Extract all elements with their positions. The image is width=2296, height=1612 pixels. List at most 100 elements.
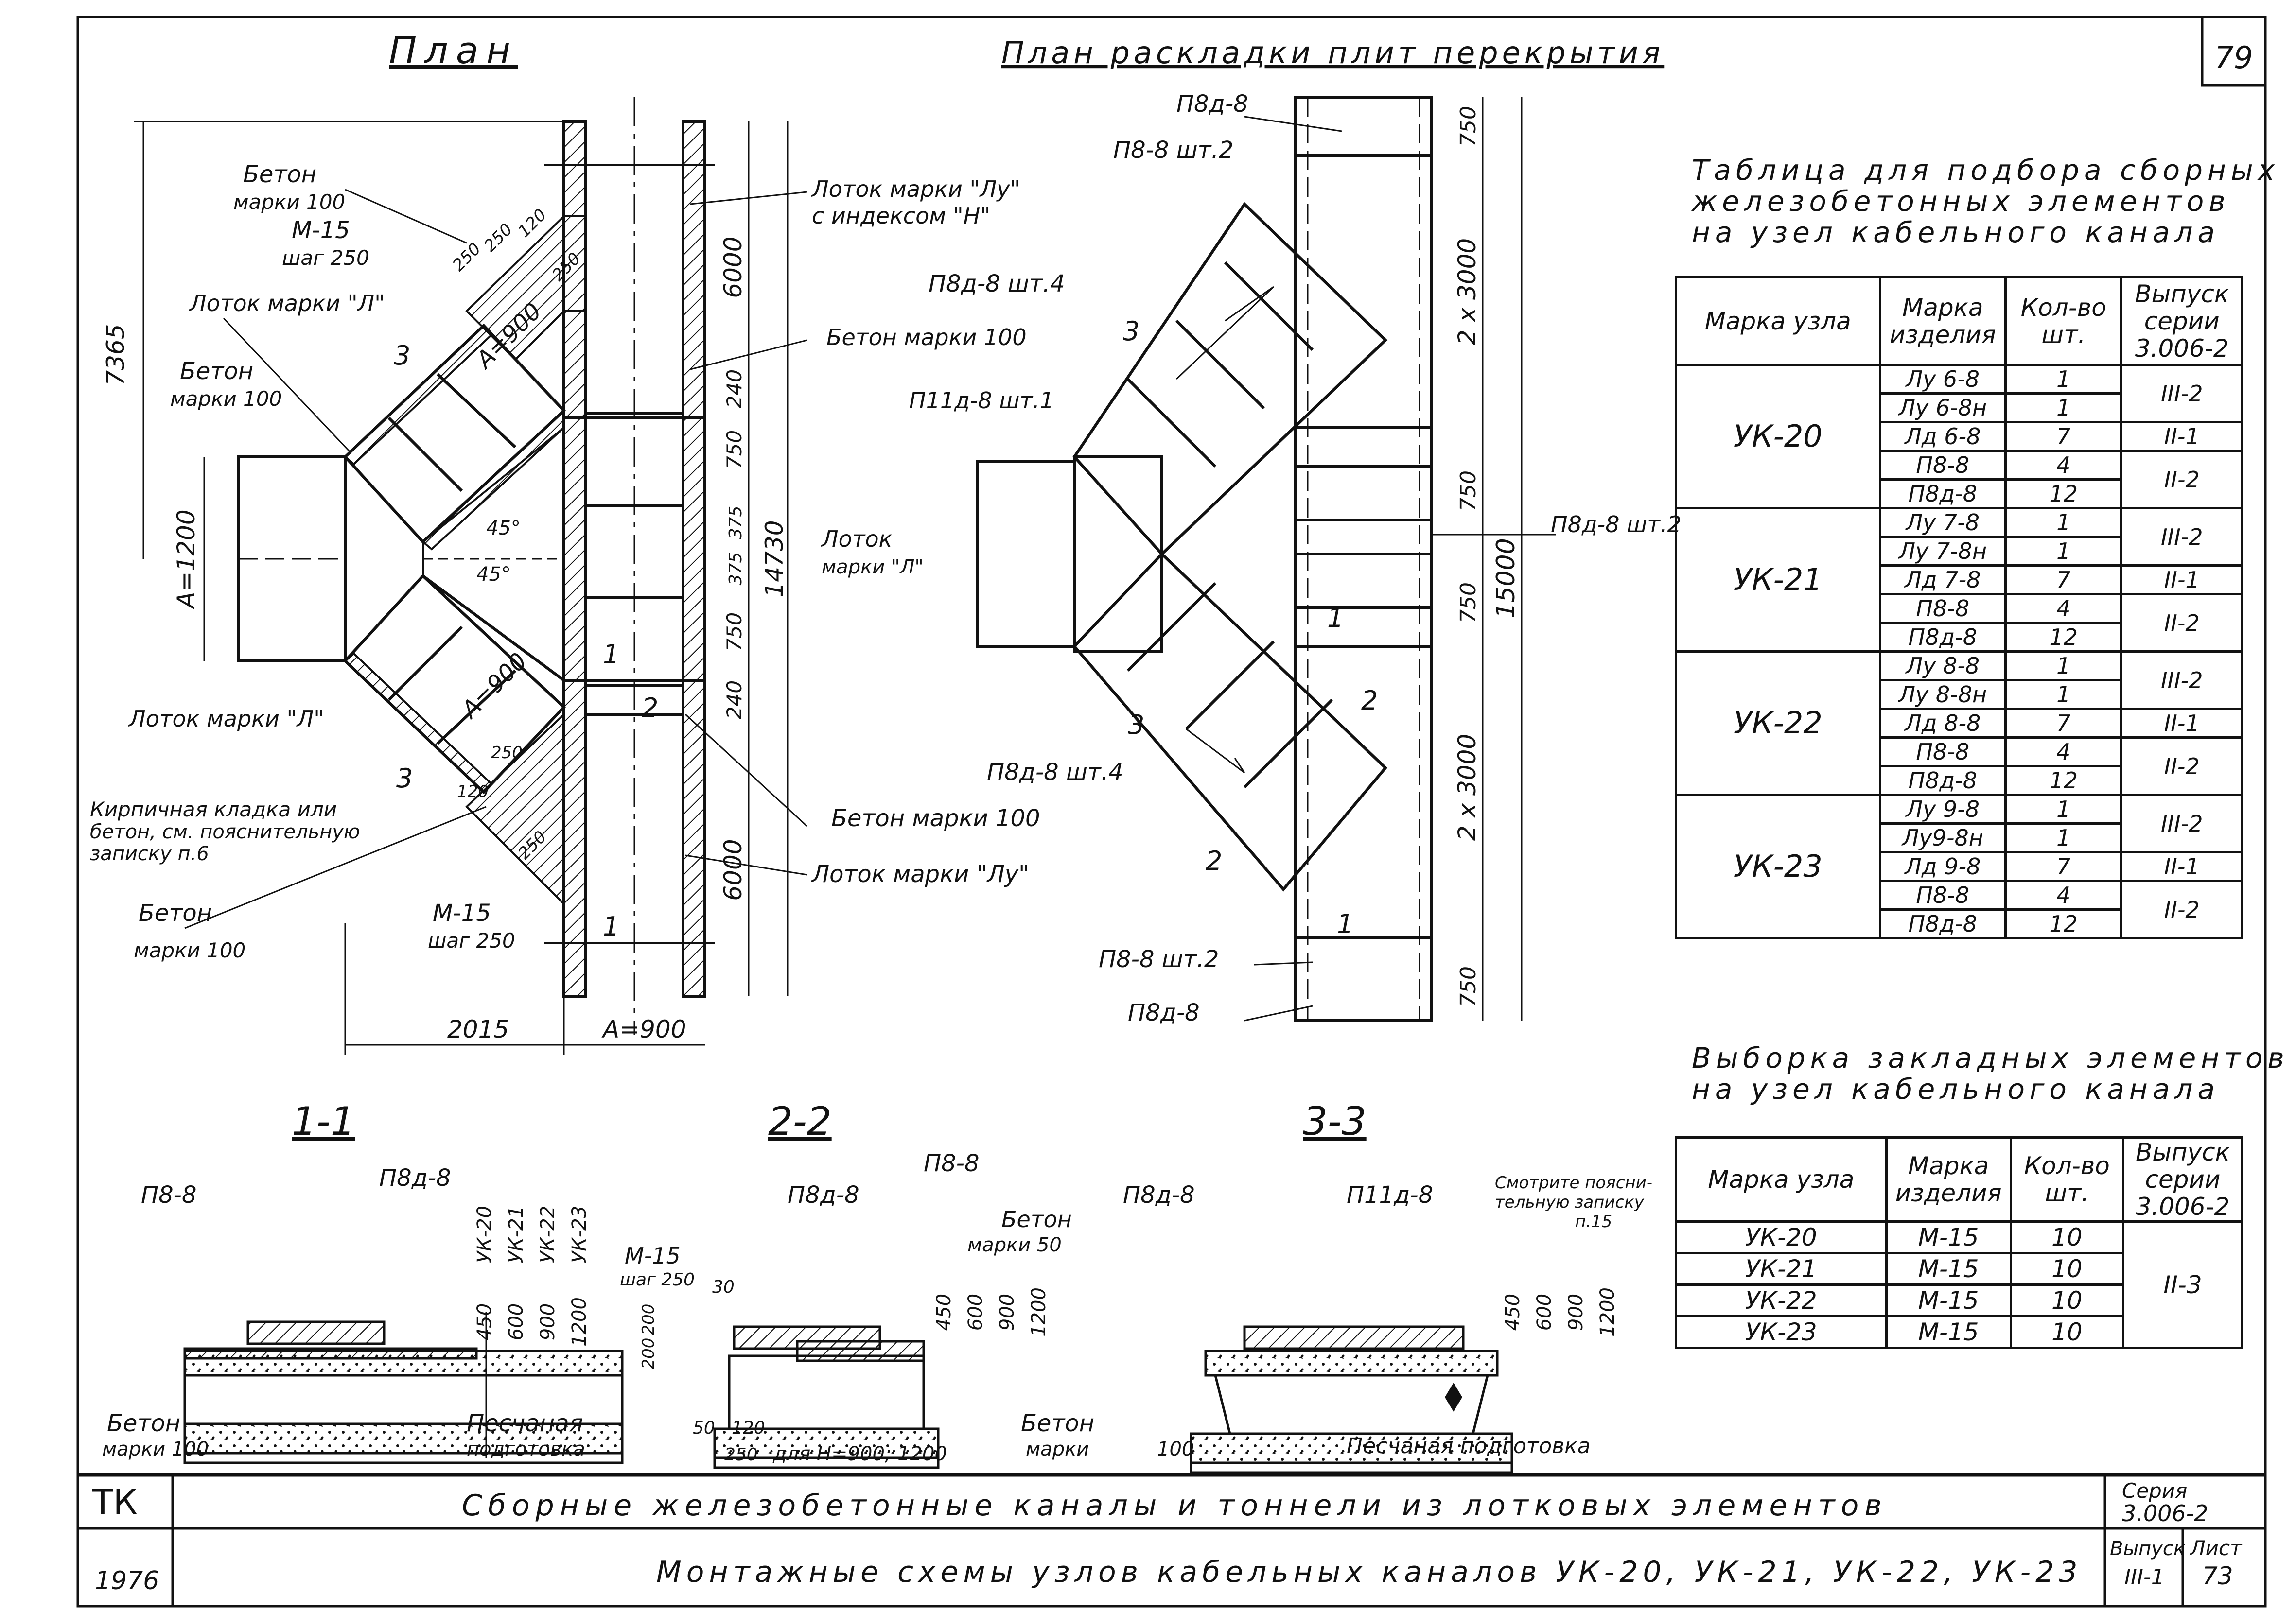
item-mark-cell: П8-8 bbox=[1878, 593, 2007, 624]
item-mark-cell: П8д-8 bbox=[1878, 478, 2007, 509]
qty-cell: 1 bbox=[2004, 679, 2123, 710]
selection-table: Марка узла Марка изделия Кол-во шт. Выпу… bbox=[1675, 276, 2243, 939]
item-mark-cell: Лу 8-8н bbox=[1878, 679, 2007, 710]
slab-cut-mark-2b: 2 bbox=[1206, 846, 1222, 876]
sheet-number-box bbox=[2201, 16, 2267, 87]
item-mark-cell: Лу 7-8н bbox=[1878, 536, 2007, 567]
plan-label-beton-b2: марки 100 bbox=[170, 387, 282, 411]
item-mark-cell: П8д-8 bbox=[1878, 765, 2007, 796]
issue-cell: II-1 bbox=[2120, 421, 2243, 452]
header-qty: Кол-во шт. bbox=[2004, 276, 2123, 366]
embedded-table-title: Выборка закладных элементов на узел кабе… bbox=[1692, 1042, 2289, 1105]
issue-cell: II-2 bbox=[2120, 880, 2243, 939]
slab-label-p88-2-bot: П8-8 шт.2 bbox=[1099, 946, 1219, 973]
title-year: 1976 bbox=[95, 1566, 159, 1595]
plan-cut-mark-1b: 1 bbox=[603, 911, 619, 942]
slab-dim-15000: 15000 bbox=[1491, 538, 1521, 618]
section-1-1-drawing bbox=[183, 1312, 624, 1464]
item-mark-cell: П8д-8 bbox=[1878, 622, 2007, 653]
s1-label-p88: П8-8 bbox=[141, 1181, 197, 1209]
s3-h-2: 900 bbox=[1565, 1294, 1587, 1331]
plan-label-beton-e2: марки 100 bbox=[134, 938, 245, 962]
slab-dim-2x3000b: 2 x 3000 bbox=[1453, 734, 1481, 841]
plan-label-m15b: М-15 bbox=[433, 900, 491, 927]
issue-cell: III-2 bbox=[2120, 794, 2243, 853]
qty-cell: 7 bbox=[2004, 564, 2123, 595]
item-mark-cell: Лу 9-8 bbox=[1878, 794, 2007, 825]
s3-h-3: 1200 bbox=[1596, 1287, 1619, 1337]
plan-label-beton-c: Бетон марки 100 bbox=[826, 324, 1027, 350]
s1-label-pesok2: подготовка bbox=[467, 1438, 585, 1460]
title-issue: III-1 bbox=[2124, 1565, 2165, 1590]
slab-dim-750a: 750 bbox=[1456, 106, 1481, 147]
s3-label-pesok: Песчаная подготовка bbox=[1347, 1434, 1591, 1458]
slab-cut-mark-1a: 1 bbox=[1327, 603, 1344, 633]
s2-label-50: 50 bbox=[693, 1418, 715, 1438]
s2-label-beton2: марки 50 bbox=[967, 1234, 1062, 1256]
plan-label-beton-a: Бетон bbox=[243, 161, 316, 188]
plan-cut-mark-3b: 3 bbox=[396, 763, 413, 794]
qty-cell: 10 bbox=[2009, 1315, 2124, 1349]
slab-cut-mark-1b: 1 bbox=[1337, 909, 1353, 939]
s1-label-pesok: Песчаная bbox=[467, 1410, 583, 1437]
header-item: Марка изделия bbox=[1878, 276, 2007, 366]
sheet-number: 79 bbox=[2215, 40, 2253, 75]
title-line-2: Монтажные схемы узлов кабельных каналов … bbox=[656, 1555, 2082, 1589]
plan-label-lotok-l-right2: марки "Л" bbox=[822, 556, 924, 578]
header-node: Марка узла bbox=[1675, 276, 1881, 366]
slab-dim-750b: 750 bbox=[1456, 470, 1481, 511]
s1-uk-1: УК-21 bbox=[505, 1206, 527, 1263]
title-issue-label: Выпуск bbox=[2110, 1538, 2185, 1560]
plan-dim-250d: 250 bbox=[491, 743, 523, 763]
s2-label-shag: шаг 250 bbox=[620, 1270, 695, 1290]
s2-label-beton-b: Бетон bbox=[1021, 1410, 1094, 1437]
plan-label-beton-e: Бетон bbox=[139, 900, 212, 927]
plan-label-lotok-lu-n: Лоток марки "Лу" bbox=[811, 176, 1020, 202]
qty-cell: 1 bbox=[2004, 536, 2123, 567]
qty-cell: 4 bbox=[2004, 593, 2123, 624]
plan-dim-6000a: 6000 bbox=[719, 236, 747, 298]
plan-label-shag: шаг 250 bbox=[282, 246, 369, 270]
qty-cell: 4 bbox=[2004, 880, 2123, 911]
issue-cell: III-2 bbox=[2120, 364, 2243, 423]
item-mark-cell: М-15 bbox=[1885, 1315, 2012, 1349]
plan-label-lotok-l: Лоток марки "Л" bbox=[189, 290, 385, 316]
plan-dim-375a: 375 bbox=[726, 506, 746, 539]
plan-label-beton-b: Бетон bbox=[180, 358, 253, 385]
qty-cell: 1 bbox=[2004, 507, 2123, 538]
item-mark-cell: Лу9-8н bbox=[1878, 822, 2007, 853]
s1-uk-0: УК-20 bbox=[473, 1206, 496, 1263]
item-mark-cell: Лу 6-8н bbox=[1878, 392, 2007, 423]
s2-label-beton-b2: марки bbox=[1026, 1438, 1089, 1460]
s2-label-100: 100 bbox=[1157, 1438, 1194, 1460]
plan-label-lotok-lu: Лоток марки "Лу" bbox=[811, 861, 1029, 888]
qty-cell: 12 bbox=[2004, 478, 2123, 509]
item-mark-cell: П8д-8 bbox=[1878, 908, 2007, 939]
s2-h-2: 900 bbox=[996, 1294, 1018, 1331]
qty-cell: 7 bbox=[2004, 708, 2123, 739]
s1-uk-3: УК-23 bbox=[568, 1206, 591, 1263]
slab-label-p8d8-2: П8д-8 шт.2 bbox=[1551, 511, 1682, 537]
s2-label-dlya: для Н=900; 1200 bbox=[772, 1443, 947, 1465]
slab-layout-drawing bbox=[976, 96, 1556, 1022]
qty-cell: 4 bbox=[2004, 736, 2123, 767]
plan-cut-mark-3a: 3 bbox=[394, 340, 410, 371]
embedded-table: Марка узла Марка изделия Кол-во шт. Выпу… bbox=[1675, 1136, 2244, 1349]
s1-h-2: 900 bbox=[537, 1303, 559, 1340]
title-tk: ТК bbox=[92, 1482, 137, 1522]
plan-label-kirpich2: бетон, см. пояснительную bbox=[90, 821, 360, 843]
qty-cell: 1 bbox=[2004, 650, 2123, 681]
